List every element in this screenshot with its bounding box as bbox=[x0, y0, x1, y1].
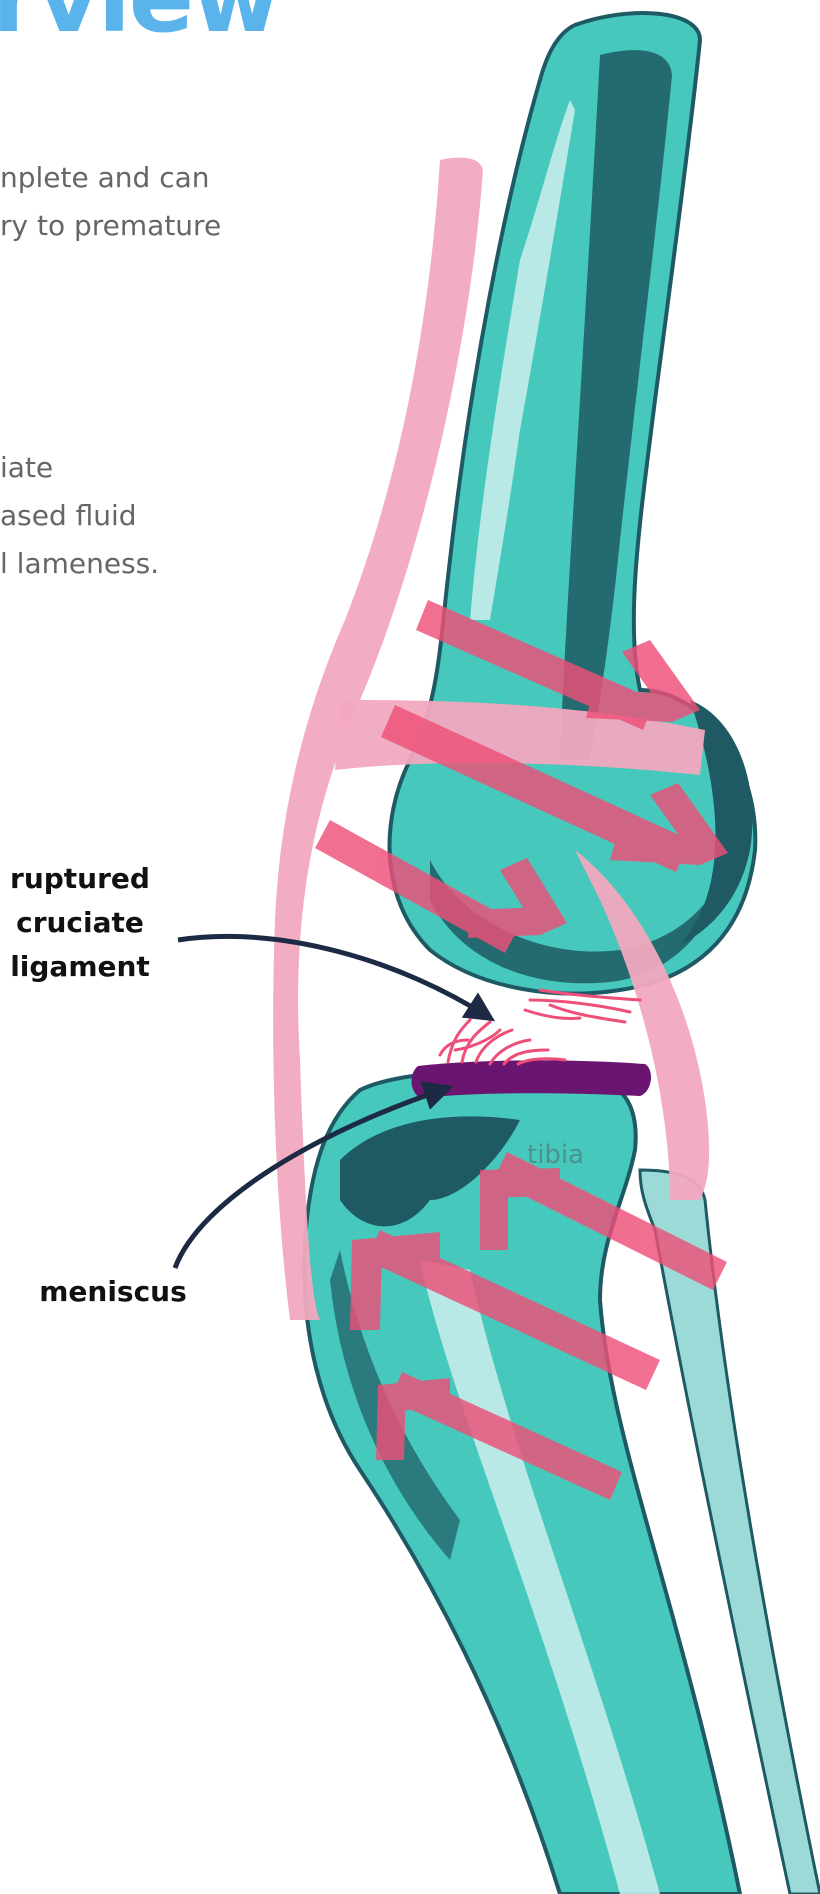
label-line: meniscus bbox=[28, 1270, 198, 1314]
meniscus-shape bbox=[412, 1060, 652, 1098]
tibia-label: tibia bbox=[527, 1140, 584, 1170]
label-line: ligament bbox=[0, 945, 160, 989]
ruptured-cruciate-ligament-label: ruptured cruciate ligament bbox=[0, 857, 160, 989]
label-line: ruptured bbox=[0, 857, 160, 901]
label-line: cruciate bbox=[0, 901, 160, 945]
meniscus-label: meniscus bbox=[28, 1270, 198, 1314]
ruptured-ligament bbox=[440, 990, 640, 1064]
